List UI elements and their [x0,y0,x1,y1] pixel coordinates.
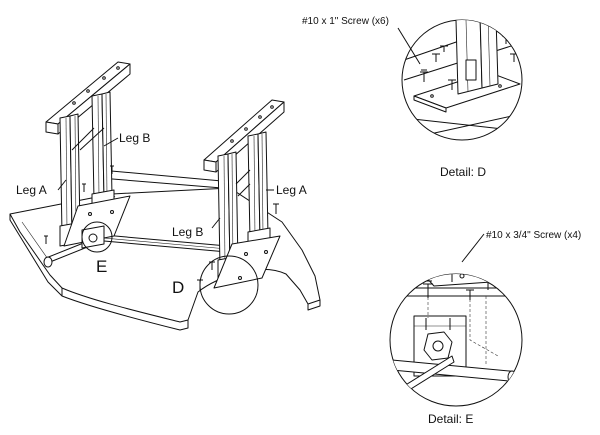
callout-d-circle [199,255,259,315]
callout-e-label: E [96,257,107,276]
detail-e: #10 x 3/4" Screw (x4) Detail: E [389,230,581,426]
label-leg-a-left: Leg A [16,183,47,197]
callout-e-circle [81,221,113,253]
detail-e-screw-label: #10 x 3/4" Screw (x4) [486,230,581,241]
detail-e-caption: Detail: E [428,412,473,426]
right-leg-assembly [197,99,285,290]
label-leg-b-lower: Leg B [172,225,203,239]
detail-d: #10 x 1" Screw (x6) Detail: D [302,16,523,179]
left-leg-assembly [44,61,131,249]
detail-d-caption: Detail: D [440,165,486,179]
label-leg-b-upper: Leg B [119,131,150,145]
callout-d-label: D [172,278,184,297]
main-assembly-view: Leg B Leg A Leg A Leg B E D [9,61,321,331]
label-leg-a-right: Leg A [276,183,307,197]
detail-d-screw-label: #10 x 1" Screw (x6) [302,16,389,27]
